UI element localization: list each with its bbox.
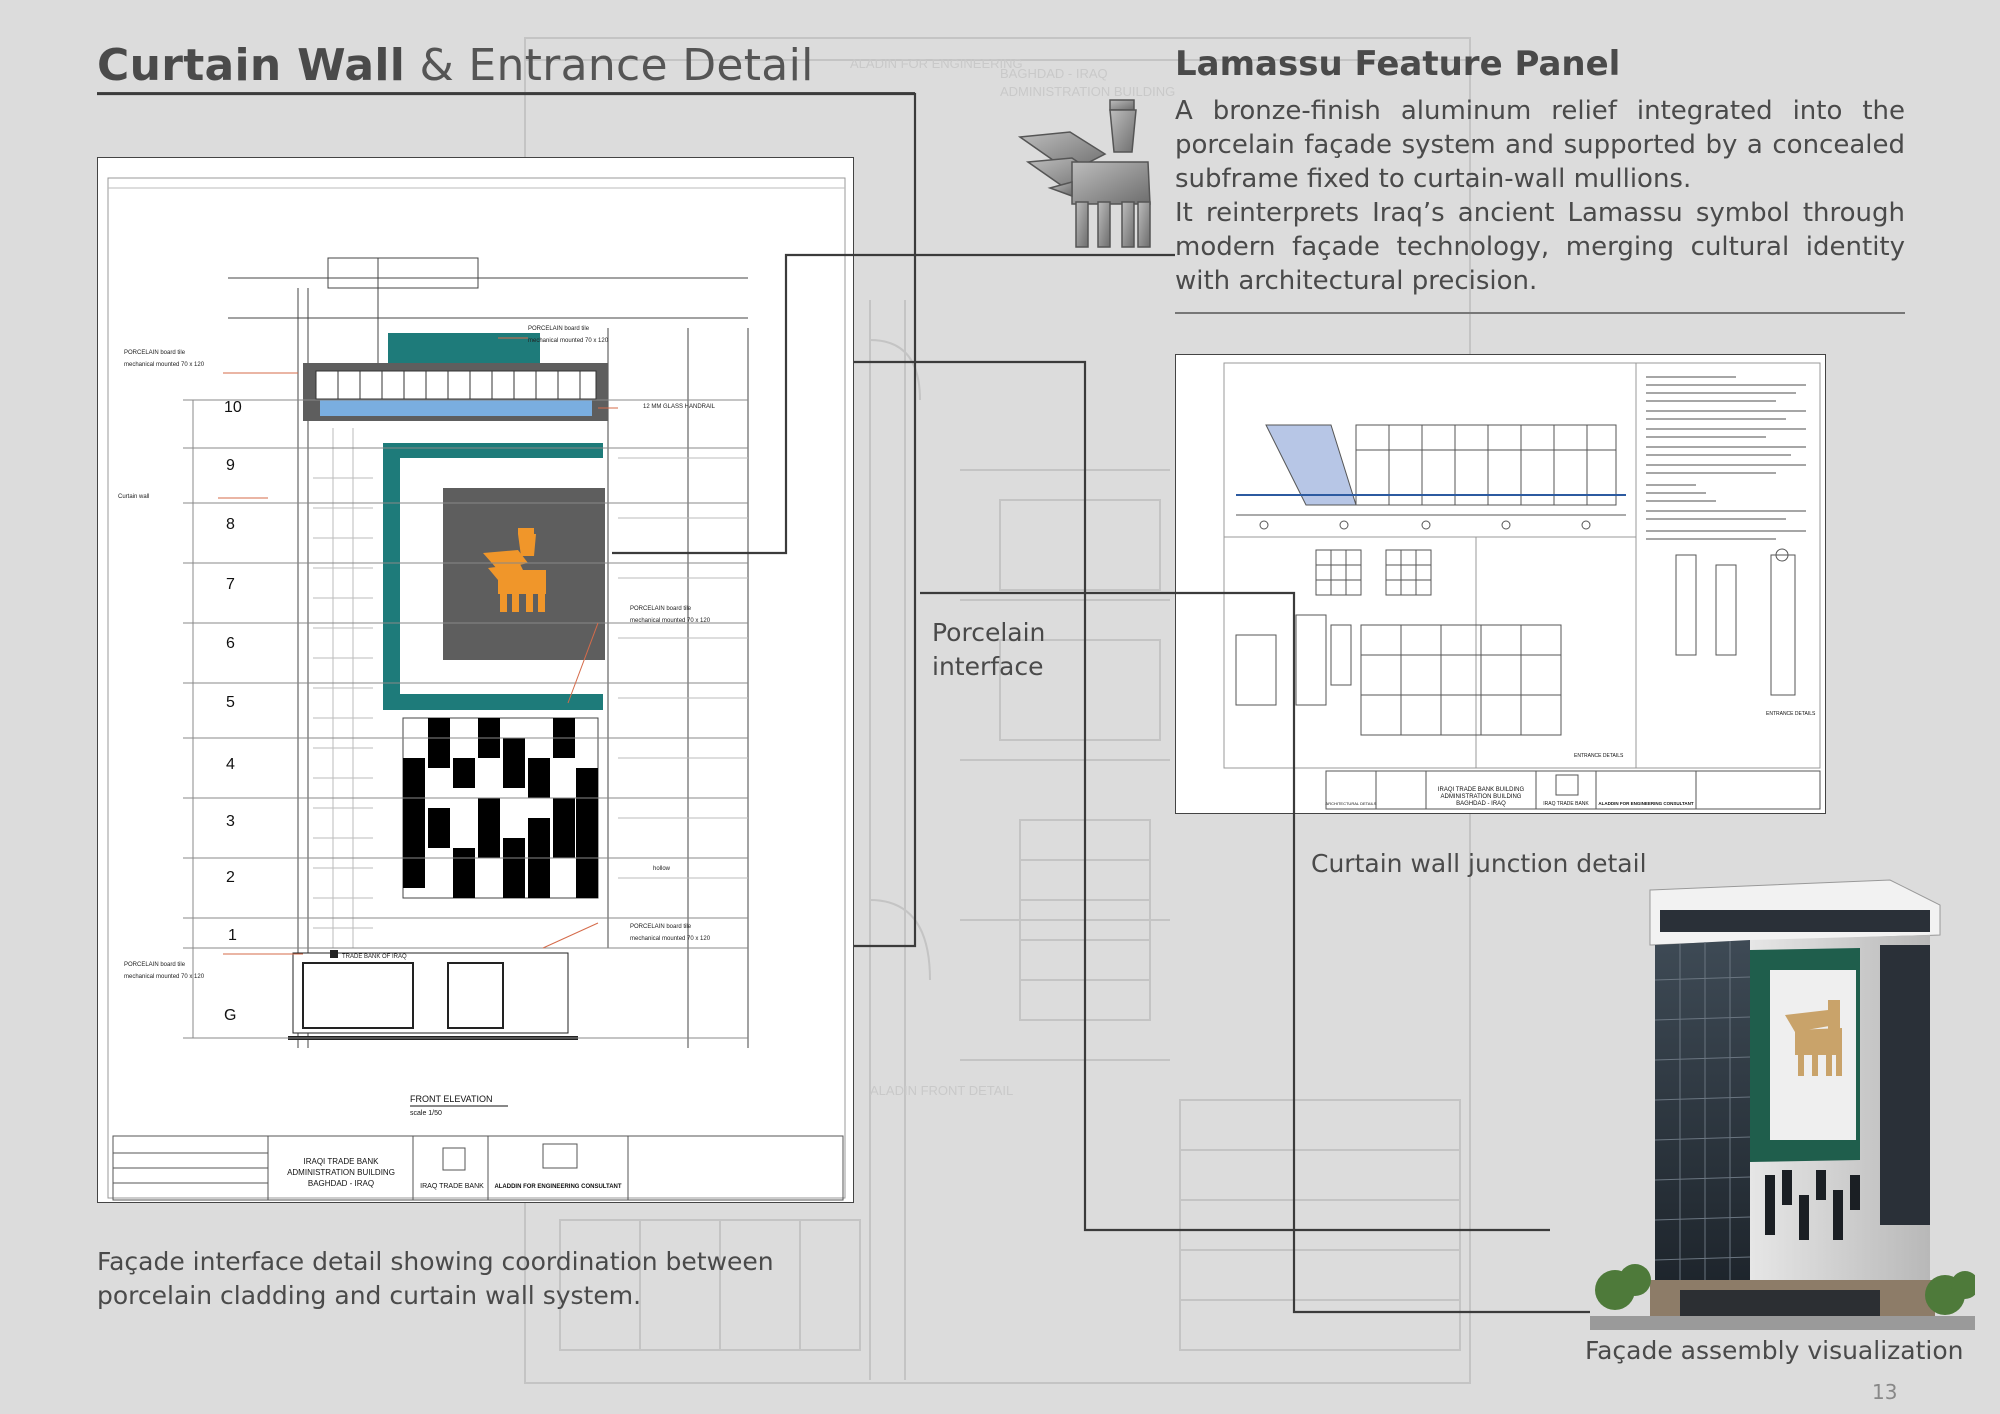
note: TRADE BANK OF IRAQ <box>342 954 407 960</box>
junction-detail-sheet: ENTRANCE DETAILS ENTRANCE DETAILS IRAQI … <box>1175 354 1826 814</box>
floor-label: 4 <box>226 756 235 773</box>
note: 12 MM GLASS HANDRAIL <box>643 404 716 410</box>
drawing-scale: scale 1/50 <box>410 1110 442 1117</box>
glass-handrail-band <box>320 400 592 416</box>
elevation-caption: Façade interface detail showing coordina… <box>97 1247 774 1310</box>
title-block-project: ADMINISTRATION BUILDING <box>287 1168 395 1177</box>
page-title: Curtain Wall & Entrance Detail <box>97 40 814 91</box>
svg-text:ALADIN FRONT DETAIL: ALADIN FRONT DETAIL <box>870 1083 1013 1098</box>
note: mechanical mounted 70 x 120 <box>124 974 205 980</box>
floor-label: 5 <box>226 694 235 711</box>
note: mechanical mounted 70 x 120 <box>630 936 711 942</box>
front-elevation-sheet: 10 9 8 7 6 5 4 3 2 1 G PORCELAIN board t… <box>97 157 854 1203</box>
title-block-client: IRAQ TRADE BANK <box>420 1183 484 1190</box>
junction-title-block: IRAQ TRADE BANK <box>1543 801 1589 807</box>
page-number: 13 <box>1872 1380 1898 1404</box>
junction-title-block: ARCHITECTURAL DETAILS <box>1326 801 1377 806</box>
floor-label: 8 <box>226 516 235 533</box>
note: Curtain wall <box>118 494 149 500</box>
feature-paragraph-1: A bronze-finish aluminum relief integrat… <box>1175 96 1905 194</box>
facade-render-image <box>1590 879 1975 1330</box>
render-lamassu-icon <box>1785 1000 1842 1076</box>
floor-label: 10 <box>224 399 242 416</box>
title-bold: Curtain Wall <box>97 40 406 91</box>
junction-drawing-title: ENTRANCE DETAILS <box>1766 711 1816 717</box>
title-block-project: IRAQI TRADE BANK <box>304 1157 380 1166</box>
floor-label: 6 <box>226 635 235 652</box>
facade-viz-caption: Façade assembly visualization <box>1585 1336 1964 1365</box>
floor-label: 1 <box>228 927 237 944</box>
feature-paragraph-2: It reinterprets Iraq’s ancient Lamassu s… <box>1175 198 1905 296</box>
title-underline <box>97 92 915 95</box>
svg-text:ALADIN FOR ENGINEERING: ALADIN FOR ENGINEERING <box>850 56 1023 71</box>
drawing-title: FRONT ELEVATION <box>410 1094 493 1104</box>
note: mechanical mounted 70 x 120 <box>630 618 711 624</box>
note: hollow <box>653 866 671 872</box>
note: mechanical mounted 70 x 120 <box>528 338 609 344</box>
floor-label: 9 <box>226 457 235 474</box>
floor-label: 3 <box>226 813 235 830</box>
floor-label: 7 <box>226 576 235 593</box>
note: PORCELAIN board tile <box>124 962 186 968</box>
note: PORCELAIN board tile <box>630 924 692 930</box>
title-block-consultant: ALADDIN FOR ENGINEERING CONSULTANT <box>494 1184 621 1190</box>
note: PORCELAIN board tile <box>528 326 590 332</box>
junction-title-block: ALADDIN FOR ENGINEERING CONSULTANT <box>1598 801 1694 806</box>
svg-text:ADMINISTRATION BUILDING: ADMINISTRATION BUILDING <box>1000 84 1175 99</box>
title-rest: & Entrance Detail <box>419 40 814 91</box>
floor-label: G <box>224 1007 236 1024</box>
front-elevation-drawing: 10 9 8 7 6 5 4 3 2 1 G PORCELAIN board t… <box>107 177 846 1201</box>
floor-label: 2 <box>226 869 235 886</box>
lamassu-relief-image <box>1017 99 1151 248</box>
feature-description: A bronze-finish aluminum relief integrat… <box>1175 94 1905 298</box>
svg-text:BAGHDAD - IRAQ: BAGHDAD - IRAQ <box>1000 66 1108 81</box>
junction-drawing-title: ENTRANCE DETAILS <box>1574 753 1624 759</box>
porcelain-interface-label: Porcelain interface <box>932 618 1046 681</box>
feature-title: Lamassu Feature Panel <box>1175 44 1621 84</box>
note: mechanical mounted 70 x 120 <box>124 362 205 368</box>
junction-detail-drawing: ENTRANCE DETAILS ENTRANCE DETAILS IRAQI … <box>1223 362 1821 810</box>
note: PORCELAIN board tile <box>124 350 186 356</box>
junction-caption: Curtain wall junction detail <box>1311 849 1647 878</box>
junction-title-block: ADMINISTRATION BUILDING <box>1441 794 1522 800</box>
junction-title-block: BAGHDAD - IRAQ <box>1456 801 1506 807</box>
feature-divider <box>1175 312 1905 314</box>
title-block-project: BAGHDAD - IRAQ <box>308 1179 374 1188</box>
note: PORCELAIN board tile <box>630 606 692 612</box>
junction-title-block: IRAQI TRADE BANK BUILDING <box>1438 787 1525 793</box>
checker-pattern <box>402 717 599 899</box>
